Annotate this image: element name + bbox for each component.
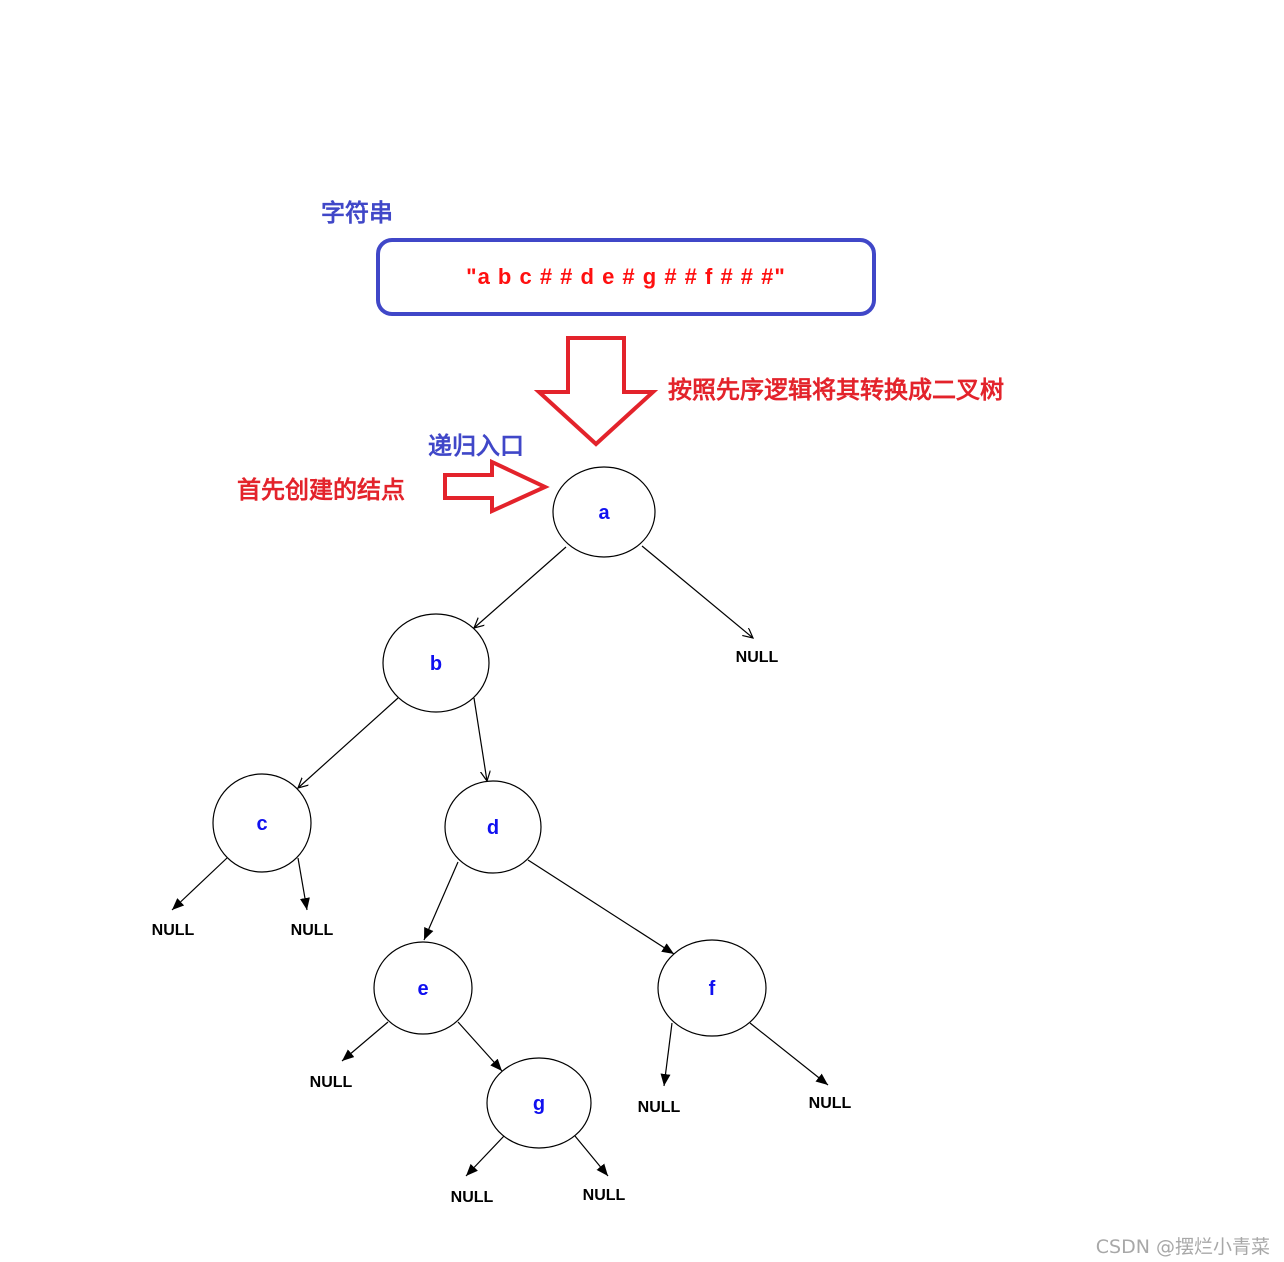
node-circle	[212, 773, 312, 873]
null-label-null-f-r: NULL	[809, 1095, 852, 1112]
node-circle	[382, 613, 490, 713]
edge-a-to-b	[474, 546, 567, 628]
edge-e-to-g	[457, 1021, 503, 1072]
down-arrow-icon	[533, 336, 659, 447]
right-arrow-icon	[443, 458, 550, 515]
null-label-null-c-r: NULL	[291, 922, 334, 939]
node-label: c	[256, 813, 267, 835]
edge-g-to-null_g_r	[574, 1135, 609, 1177]
edge-c-to-null_c_r	[297, 857, 310, 911]
edge-b-to-c	[298, 697, 399, 788]
null-label-null-g-l: NULL	[451, 1189, 494, 1206]
recursion-entry-label: 递归入口	[428, 432, 524, 460]
edge-e-to-null_e_l	[341, 1021, 389, 1062]
tree-node-e: e	[373, 941, 473, 1035]
null-label-null-g-r: NULL	[583, 1187, 626, 1204]
null-label-null-e-l: NULL	[310, 1074, 353, 1091]
node-label: g	[533, 1093, 545, 1115]
node-circle	[486, 1057, 592, 1149]
node-circle	[373, 941, 473, 1035]
edge-f-to-null_f_l	[660, 1022, 673, 1087]
node-circle	[657, 939, 767, 1037]
node-circle	[552, 466, 656, 558]
first-node-note: 首先创建的结点	[237, 476, 405, 504]
tree-node-d: d	[444, 780, 542, 874]
tree-node-g: g	[486, 1057, 592, 1149]
null-label-null-f-l: NULL	[638, 1099, 681, 1116]
edge-d-to-e	[423, 861, 459, 941]
node-label: f	[709, 978, 716, 1000]
edge-d-to-f	[527, 859, 675, 955]
null-label-null-a-r: NULL	[736, 649, 779, 666]
tree-node-c: c	[212, 773, 312, 873]
node-label: b	[430, 653, 442, 675]
edge-b-to-d	[473, 697, 487, 781]
string-value: "a b c # # d e # g # # f # # #"	[466, 264, 786, 289]
string-title: 字符串	[321, 199, 393, 227]
convert-note: 按照先序逻辑将其转换成二叉树	[668, 376, 1004, 404]
edge-g-to-null_g_l	[465, 1135, 505, 1177]
tree-node-f: f	[657, 939, 767, 1037]
node-label: d	[487, 817, 499, 839]
node-label: e	[417, 978, 428, 1000]
tree-node-b: b	[382, 613, 490, 713]
watermark: CSDN @摆烂小青菜	[1095, 1236, 1270, 1258]
null-label-null-c-l: NULL	[152, 922, 195, 939]
edge-f-to-null_f_r	[749, 1022, 829, 1086]
edge-a-to-null_a_r	[641, 545, 753, 638]
tree-node-a: a	[552, 466, 656, 558]
node-label: a	[598, 502, 610, 524]
string-box: "a b c # # d e # g # # f # # #"	[376, 238, 876, 316]
node-circle	[444, 780, 542, 874]
edge-c-to-null_c_l	[171, 857, 228, 911]
